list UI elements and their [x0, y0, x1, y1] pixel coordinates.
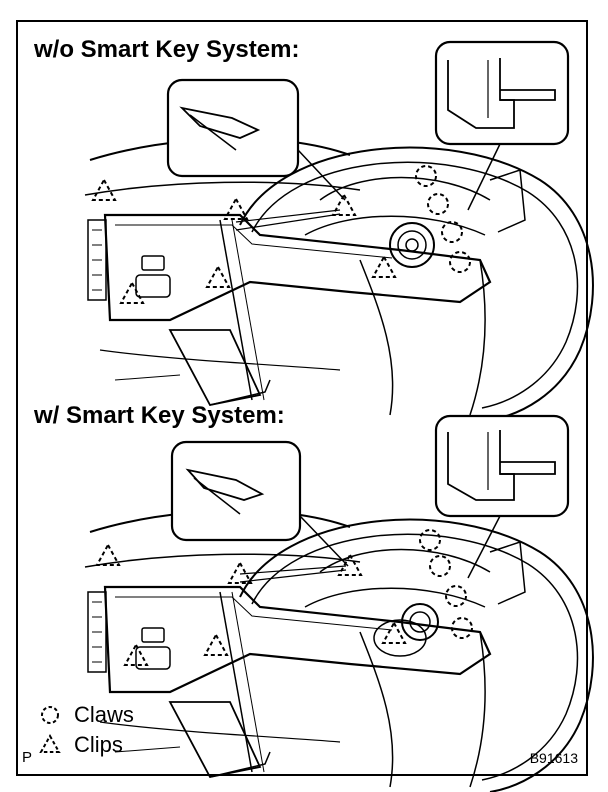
- dashed-triangle-icon: [39, 733, 61, 753]
- dashed-circle-icon: [41, 706, 59, 724]
- legend-clips-label: Clips: [74, 732, 123, 757]
- clip-marker-top-5: [120, 282, 144, 304]
- bottom-diagram: [83, 414, 595, 792]
- clip-marker-top-1: [92, 179, 116, 201]
- legend-claws-label: Claws: [74, 702, 134, 727]
- figure-frame: [16, 20, 588, 776]
- corner-mark: P: [22, 749, 33, 766]
- claw-marker-top-2: [427, 193, 449, 215]
- claw-marker-top-4: [449, 251, 471, 273]
- ignition-cylinder: [389, 222, 435, 268]
- clip-marker-bottom-4: [204, 634, 228, 656]
- clip-detail-callout: [166, 78, 346, 201]
- clip-marker-bottom-3: [338, 554, 362, 576]
- clip-marker-top-6: [372, 256, 396, 278]
- claw-marker-bottom-2: [429, 555, 451, 577]
- clip-detail-callout-2: [170, 440, 349, 567]
- claw-marker-bottom-1: [419, 529, 441, 551]
- figure-code: B91613: [529, 750, 578, 766]
- legend-claws: Claws: [38, 700, 134, 730]
- claw-marker-top-1: [415, 165, 437, 187]
- panel-title-with-smart-key: w/ Smart Key System:: [34, 402, 285, 429]
- panel-title-without-smart-key: w/o Smart Key System:: [34, 36, 300, 63]
- claw-detail-callout: [434, 40, 570, 211]
- claw-detail-callout-2: [434, 414, 570, 579]
- legend-clips: Clips: [38, 730, 134, 760]
- top-diagram: [83, 40, 595, 422]
- clip-marker-top-4: [206, 266, 230, 288]
- legend: Claws Clips: [38, 700, 134, 760]
- engine-switch: [373, 603, 439, 657]
